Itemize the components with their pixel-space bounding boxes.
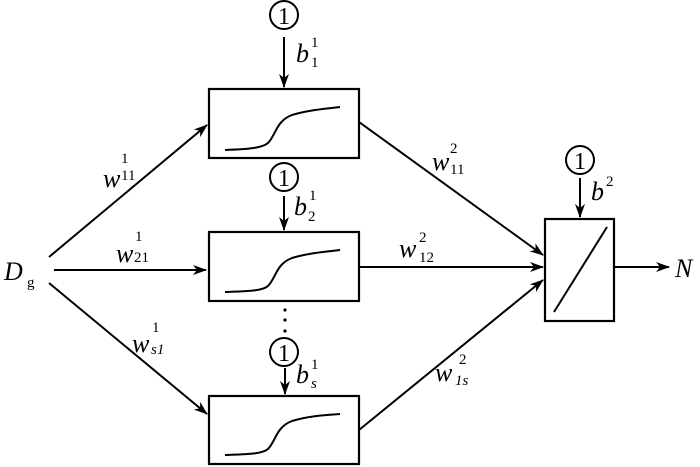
sigmoid-curve-icon: [224, 106, 341, 151]
output-neuron: [543, 217, 616, 323]
weight-base: w: [399, 234, 417, 263]
weight-sup: 2: [419, 230, 427, 246]
hidden-neuron-1: [207, 87, 361, 160]
weight-sup: 2: [450, 141, 458, 157]
weight-sub: 12: [419, 250, 434, 266]
bias-sub: 1: [311, 55, 319, 71]
edge-input-hidden-1: [48, 124, 208, 258]
weight-sup: 2: [459, 352, 467, 368]
sigmoid-curve-icon: [224, 249, 341, 293]
weight-label-w11-1: w 1 11: [103, 151, 135, 193]
bias-sub: s: [311, 376, 317, 392]
edge-hidden-s-output: [358, 279, 544, 431]
bias-one: 1: [278, 4, 290, 30]
weight-sub: s1: [151, 342, 164, 358]
bias-input-s: 1 b 1 s: [269, 337, 319, 395]
weight-sub: 1s: [455, 373, 469, 389]
weight-sub: 11: [121, 168, 135, 184]
bias-input-1: 1 b 1 1: [269, 0, 319, 88]
input-label: D g: [3, 257, 35, 291]
bias-one: 1: [278, 166, 290, 192]
weight-base: w: [435, 358, 453, 387]
weight-sup: 1: [152, 320, 160, 336]
bias-sup: 1: [311, 357, 319, 373]
weight-base: w: [132, 329, 150, 358]
bias-base: b: [294, 192, 307, 221]
bias-input-2: 1 b 1 2: [269, 162, 317, 231]
weight-sup: 1: [135, 229, 143, 245]
weight-sub: 11: [450, 162, 464, 178]
weight-label-w11-2: w 2 11: [432, 141, 464, 178]
sigmoid-curve-icon: [224, 413, 341, 456]
output-label: N: [674, 254, 694, 283]
bias-base: b: [296, 360, 309, 389]
weight-sup: 1: [121, 151, 129, 167]
weight-base: w: [432, 147, 450, 176]
output-bias: 1 b 2: [565, 145, 614, 218]
edge-input-hidden-s: [48, 282, 208, 415]
linear-function-icon: [553, 226, 608, 313]
weight-base: w: [103, 164, 121, 193]
weight-label-w12-2: w 2 12: [399, 230, 434, 266]
bias-sup: 2: [606, 174, 614, 190]
hidden-neuron-s: [207, 394, 361, 466]
weight-sub: 21: [134, 250, 149, 266]
bias-base: b: [591, 177, 604, 206]
hidden-neuron-2: [207, 230, 361, 303]
neuron-box: [207, 87, 361, 160]
neuron-box: [207, 394, 361, 466]
bias-sup: 1: [309, 188, 317, 204]
bias-sup: 1: [311, 35, 319, 51]
bias-one: 1: [278, 341, 290, 367]
bias-base: b: [296, 39, 309, 68]
input-label-sub: g: [27, 275, 35, 291]
weight-label-ws1-1: w 1 s1: [132, 320, 164, 358]
ellipsis-dots: [283, 308, 287, 333]
bias-sub: 2: [308, 209, 316, 225]
neuron-box: [207, 230, 361, 303]
weight-label-w21-1: w 1 21: [116, 229, 149, 268]
bias-one: 1: [574, 149, 586, 175]
weight-base: w: [116, 239, 134, 268]
weight-label-w1s-2: w 2 1s: [435, 352, 469, 389]
input-label-base: D: [3, 257, 23, 286]
edge-hidden-1-output: [358, 121, 544, 256]
